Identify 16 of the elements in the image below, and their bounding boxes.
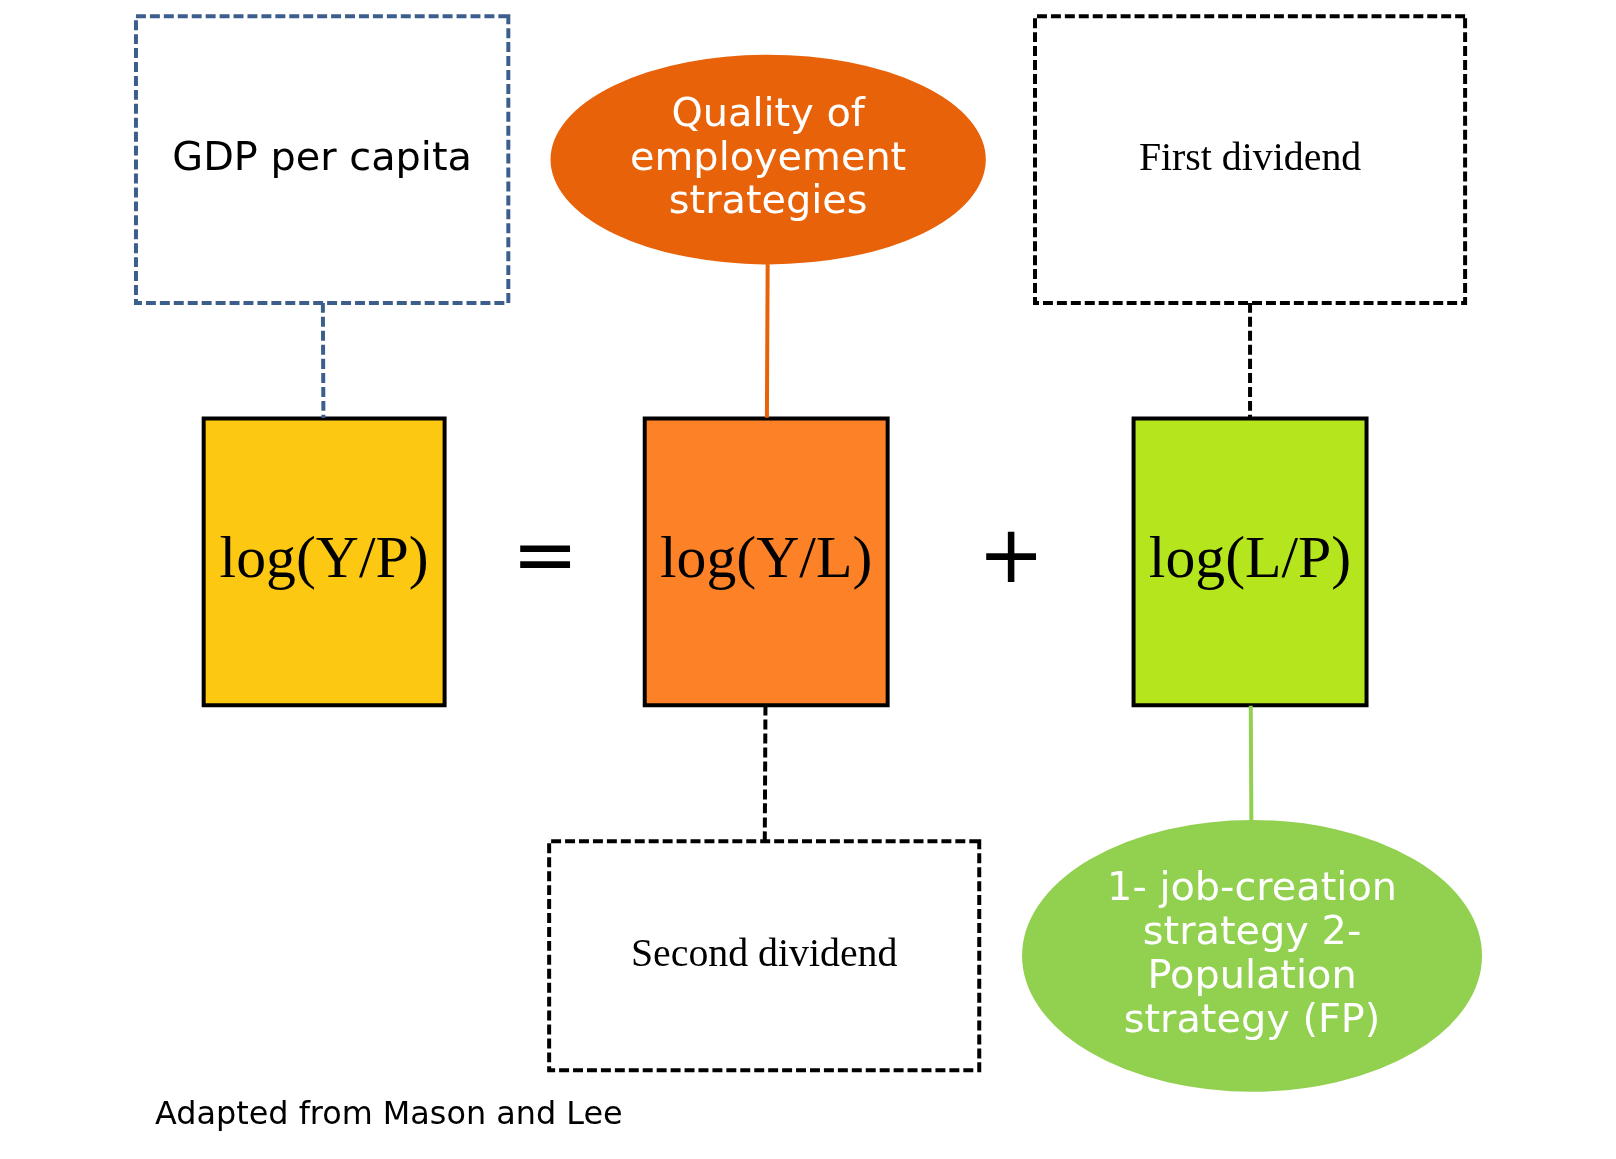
node-box: log(Y/L) [642,416,890,708]
connector [762,705,767,841]
node-box: log(L/P) [1131,416,1369,708]
label: + [977,507,1044,601]
label: = [511,507,579,601]
node-box: GDP per capita [133,14,510,305]
node-ellipse: 1- job-creation strategy 2- Population strategy (FP) [1021,819,1482,1092]
connector [764,264,770,418]
connector [320,303,325,419]
node-box: log(Y/P) [201,416,447,708]
node-box: First dividend [1032,14,1467,305]
node-ellipse: Quality of employement strategies [550,54,986,265]
connector [1248,705,1253,821]
node-box: Second dividend [546,839,981,1073]
caption: Adapted from Mason and Lee [154,1094,623,1133]
connector [1247,303,1252,419]
